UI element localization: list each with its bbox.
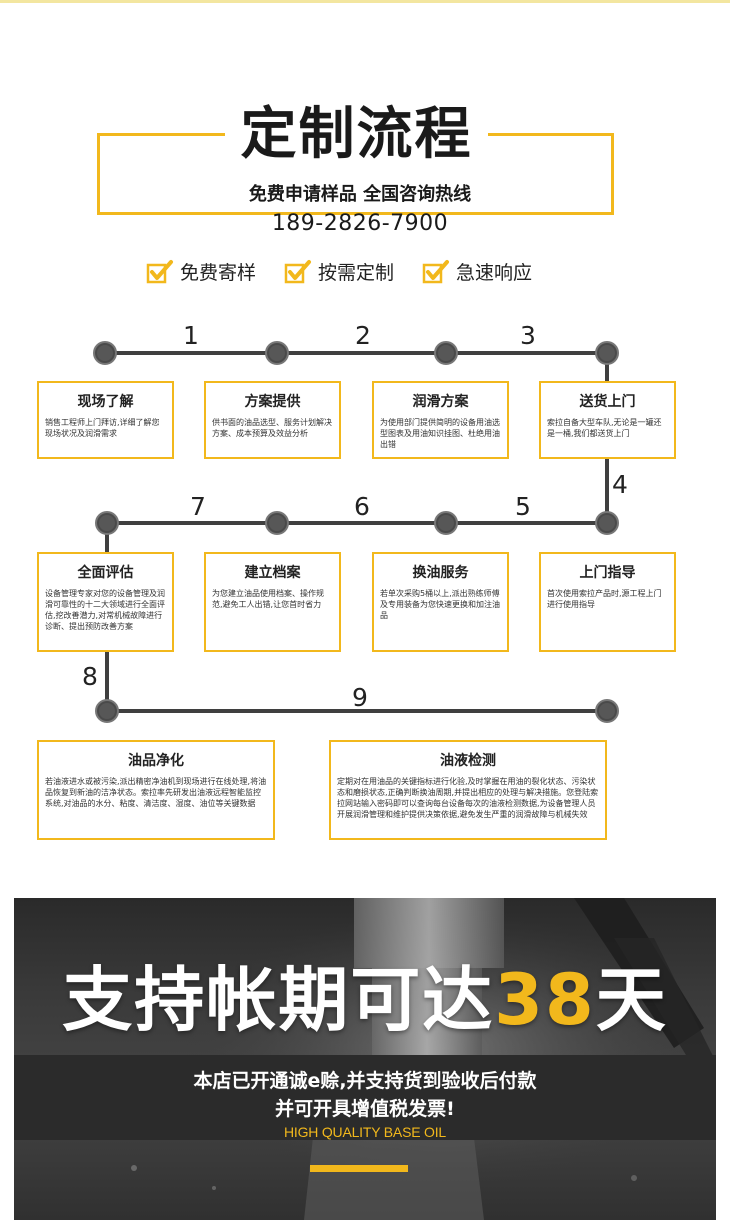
step-desc: 设备管理专家对您的设备管理及润滑可靠性的十二大领域进行全面评估,挖改善潜力,对常…	[45, 589, 165, 631]
process-node	[434, 511, 458, 535]
step-card: 上门指导 首次使用索拉产品时,源工程上门进行使用指导	[539, 552, 676, 652]
hotline-phone[interactable]: 189-2826-7900	[271, 211, 449, 236]
step-title: 润滑方案	[412, 394, 469, 410]
check-icon	[422, 259, 450, 283]
step-desc: 供书面的油品选型、服务计划解决方案、成本预算及效益分析	[212, 418, 332, 438]
step-number: 4	[612, 470, 628, 499]
step-card: 润滑方案 为使用部门提供简明的设备用油选型图表及用油知识挂图、杜绝用油出错	[372, 381, 509, 459]
step-card: 建立档案 为您建立油品使用档案、操作规范,避免工人出错,让您首时省力	[204, 552, 341, 652]
step-title: 全面评估	[77, 565, 134, 581]
check-icon	[146, 259, 173, 283]
banner-line-1: 本店已开通诚e赊,并支持货到验收后付款	[193, 1070, 537, 1092]
page-subtitle: 免费申请样品 全国咨询热线	[248, 184, 472, 205]
process-line	[107, 709, 607, 713]
headline-post: 天	[595, 959, 668, 1041]
feature-item: 急速响应	[422, 258, 532, 285]
top-divider	[0, 0, 730, 3]
banner-line-2: 并可开具增值税发票!	[275, 1098, 455, 1120]
page-title: 定制流程	[240, 102, 473, 167]
step-title: 上门指导	[579, 565, 636, 581]
feature-item: 按需定制	[284, 258, 394, 285]
step-number: 5	[515, 492, 531, 521]
step-desc: 首次使用索拉产品时,源工程上门进行使用指导	[547, 589, 662, 609]
process-node	[95, 511, 119, 535]
step-number: 8	[82, 662, 98, 691]
step-card: 换油服务 若单次采购5桶以上,派出熟练师傅及专用装备为您快速更换和加注油品	[372, 552, 509, 652]
banner-english-tagline: HIGH QUALITY BASE OIL	[283, 1124, 447, 1140]
process-node	[95, 699, 119, 723]
check-icon	[284, 259, 312, 283]
step-title: 送货上门	[579, 394, 636, 410]
feature-label: 急速响应	[456, 262, 533, 284]
step-desc: 若油液进水或被污染,派出精密净油机到现场进行在线处理,将油品恢复到新油的洁净状态…	[45, 777, 267, 808]
banner-headline: 支持帐期可达38天	[14, 955, 716, 1045]
step-card: 方案提供 供书面的油品选型、服务计划解决方案、成本预算及效益分析	[204, 381, 341, 459]
step-title: 换油服务	[412, 565, 469, 581]
step-number: 1	[183, 321, 199, 350]
feature-label: 免费寄样	[180, 262, 257, 284]
step-desc: 定期对在用油品的关键指标进行化验,及时掌握在用油的裂化状态、污染状态和磨损状态,…	[337, 777, 599, 819]
step-card: 油品净化 若油液进水或被污染,派出精密净油机到现场进行在线处理,将油品恢复到新油…	[37, 740, 275, 840]
headline-pre: 支持帐期可达	[62, 959, 495, 1041]
step-desc: 为您建立油品使用档案、操作规范,避免工人出错,让您首时省力	[212, 589, 324, 609]
step-title: 油液检测	[440, 753, 496, 769]
feature-list: 免费寄样 按需定制 急速响应	[146, 258, 532, 285]
banner-dark-strip	[14, 1055, 716, 1140]
process-node	[93, 341, 117, 365]
process-node	[434, 341, 458, 365]
process-node	[265, 511, 289, 535]
step-desc: 索拉自备大型车队,无论是一罐还是一桶,我们都送货上门	[547, 418, 662, 438]
step-card: 现场了解 销售工程师上门拜访,详细了解您现场状况及润滑需求	[37, 381, 174, 459]
header-frame	[97, 133, 614, 215]
header-frame-top-right	[488, 133, 614, 136]
step-number: 9	[352, 683, 368, 712]
step-number: 3	[520, 321, 536, 350]
step-title: 方案提供	[244, 394, 301, 410]
headline-number: 38	[494, 959, 596, 1041]
step-card: 油液检测 定期对在用油品的关键指标进行化验,及时掌握在用油的裂化状态、污染状态和…	[329, 740, 607, 840]
process-line	[105, 351, 607, 355]
banner-accent-bar	[310, 1165, 408, 1172]
process-line	[107, 521, 607, 525]
feature-label: 按需定制	[318, 262, 395, 284]
step-desc: 若单次采购5桶以上,派出熟练师傅及专用装备为您快速更换和加注油品	[380, 589, 500, 620]
header-frame-top-left	[97, 133, 225, 136]
step-card: 全面评估 设备管理专家对您的设备管理及润滑可靠性的十二大领域进行全面评估,挖改善…	[37, 552, 174, 652]
process-node	[265, 341, 289, 365]
step-title: 建立档案	[244, 565, 301, 581]
step-desc: 销售工程师上门拜访,详细了解您现场状况及润滑需求	[45, 418, 160, 438]
process-node	[595, 511, 619, 535]
step-number: 7	[190, 492, 206, 521]
step-card: 送货上门 索拉自备大型车队,无论是一罐还是一桶,我们都送货上门	[539, 381, 676, 459]
step-title: 油品净化	[128, 753, 184, 769]
process-node	[595, 341, 619, 365]
step-number: 2	[355, 321, 371, 350]
feature-item: 免费寄样	[146, 258, 256, 285]
step-number: 6	[354, 492, 370, 521]
process-node	[595, 699, 619, 723]
step-title: 现场了解	[77, 394, 134, 410]
step-desc: 为使用部门提供简明的设备用油选型图表及用油知识挂图、杜绝用油出错	[380, 418, 500, 449]
